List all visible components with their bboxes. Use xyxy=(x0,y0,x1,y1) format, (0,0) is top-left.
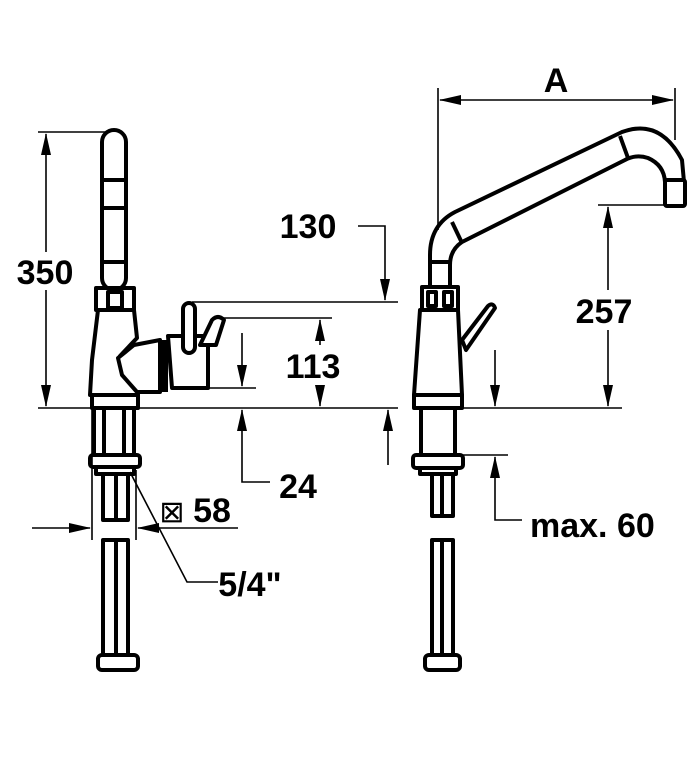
aerator xyxy=(663,178,687,208)
faucet-front-view xyxy=(411,126,687,672)
dimension-lines-left xyxy=(32,131,398,583)
shank-front xyxy=(419,406,457,457)
pipe-nut xyxy=(96,653,140,672)
dim-hose-113: 113 xyxy=(286,348,341,386)
dim-width-58: 58 xyxy=(193,492,231,530)
lever-handle xyxy=(181,301,197,355)
spout-ring xyxy=(100,178,128,210)
dim-height-350: 350 xyxy=(17,254,74,292)
dim-lever-130: 130 xyxy=(280,208,337,246)
dim-max-60: max. 60 xyxy=(530,507,655,545)
dim-reach-a: A xyxy=(544,62,569,100)
faucet-side-view xyxy=(88,128,226,672)
body-front xyxy=(412,308,464,397)
dim-thread-5-4: 5/4" xyxy=(218,566,281,604)
lever-handle-front xyxy=(460,302,497,352)
pipe-nut-front xyxy=(423,653,462,672)
square-symbol-icon: ⊠ xyxy=(159,496,184,529)
dim-rim-24: 24 xyxy=(279,468,317,506)
hose-connector xyxy=(198,315,226,347)
dimension-lines-right xyxy=(437,88,676,521)
shank xyxy=(92,406,136,457)
dim-spout-257: 257 xyxy=(576,293,633,331)
swivel-spout xyxy=(428,126,686,292)
